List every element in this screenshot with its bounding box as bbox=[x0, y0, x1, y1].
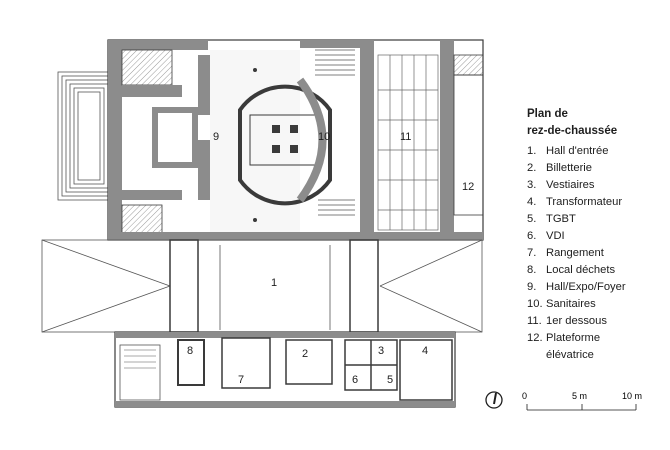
legend-title-line1: Plan de bbox=[527, 108, 568, 120]
legend-item: 5.TGBT bbox=[527, 213, 576, 225]
room-2-label: 2 bbox=[302, 348, 308, 360]
room-12-label: 12 bbox=[462, 181, 474, 193]
legend-item: 12.Plateforme élévatrice bbox=[527, 332, 601, 361]
room-7-label: 7 bbox=[238, 374, 244, 386]
legend-item: 11.1er dessous bbox=[527, 315, 607, 327]
legend-item: 10.Sanitaires bbox=[527, 298, 596, 310]
legend-item: 2.Billetterie bbox=[527, 162, 593, 174]
legend-item: 7.Rangement bbox=[527, 247, 604, 259]
ground-strip bbox=[114, 331, 456, 408]
room-10-label: 10 bbox=[318, 131, 330, 143]
legend-list: 1.Hall d'entrée 2.Billetterie 3.Vestiair… bbox=[527, 143, 626, 364]
room-1-label: 1 bbox=[271, 277, 277, 289]
room-9-label: 9 bbox=[213, 131, 219, 143]
room-4-label: 4 bbox=[422, 345, 428, 357]
legend-item: 1.Hall d'entrée bbox=[527, 145, 609, 157]
understage-grid bbox=[377, 54, 439, 231]
legend-item: 6.VDI bbox=[527, 230, 565, 242]
scale-tick-10m: 10 m bbox=[622, 391, 642, 401]
legend-title-line2: rez-de-chaussée bbox=[527, 125, 618, 137]
legend-item: 9.Hall/Expo/Foyer bbox=[527, 281, 626, 293]
canopy bbox=[41, 239, 483, 333]
legend-item: 8.Local déchets bbox=[527, 264, 616, 276]
room-3-label: 3 bbox=[378, 345, 384, 357]
legend: Plan de rez-de-chaussée 1.Hall d'entrée … bbox=[527, 106, 626, 364]
central-rotunda bbox=[238, 68, 332, 222]
scale-tick-0: 0 bbox=[522, 391, 527, 401]
north-arrow-icon bbox=[485, 391, 503, 409]
room-8-label: 8 bbox=[187, 345, 193, 357]
room-11-label: 11 bbox=[400, 131, 411, 143]
legend-item: 4.Transformateur bbox=[527, 196, 623, 208]
room-5-label: 5 bbox=[387, 374, 393, 386]
stairs bbox=[315, 49, 355, 216]
scale-bar bbox=[526, 404, 637, 411]
scale-tick-5m: 5 m bbox=[572, 391, 587, 401]
room-6-label: 6 bbox=[352, 374, 358, 386]
room-labels: 9 10 11 12 1 2 3 4 5 6 7 8 bbox=[187, 131, 474, 386]
legend-item: 3.Vestiaires bbox=[527, 179, 595, 191]
